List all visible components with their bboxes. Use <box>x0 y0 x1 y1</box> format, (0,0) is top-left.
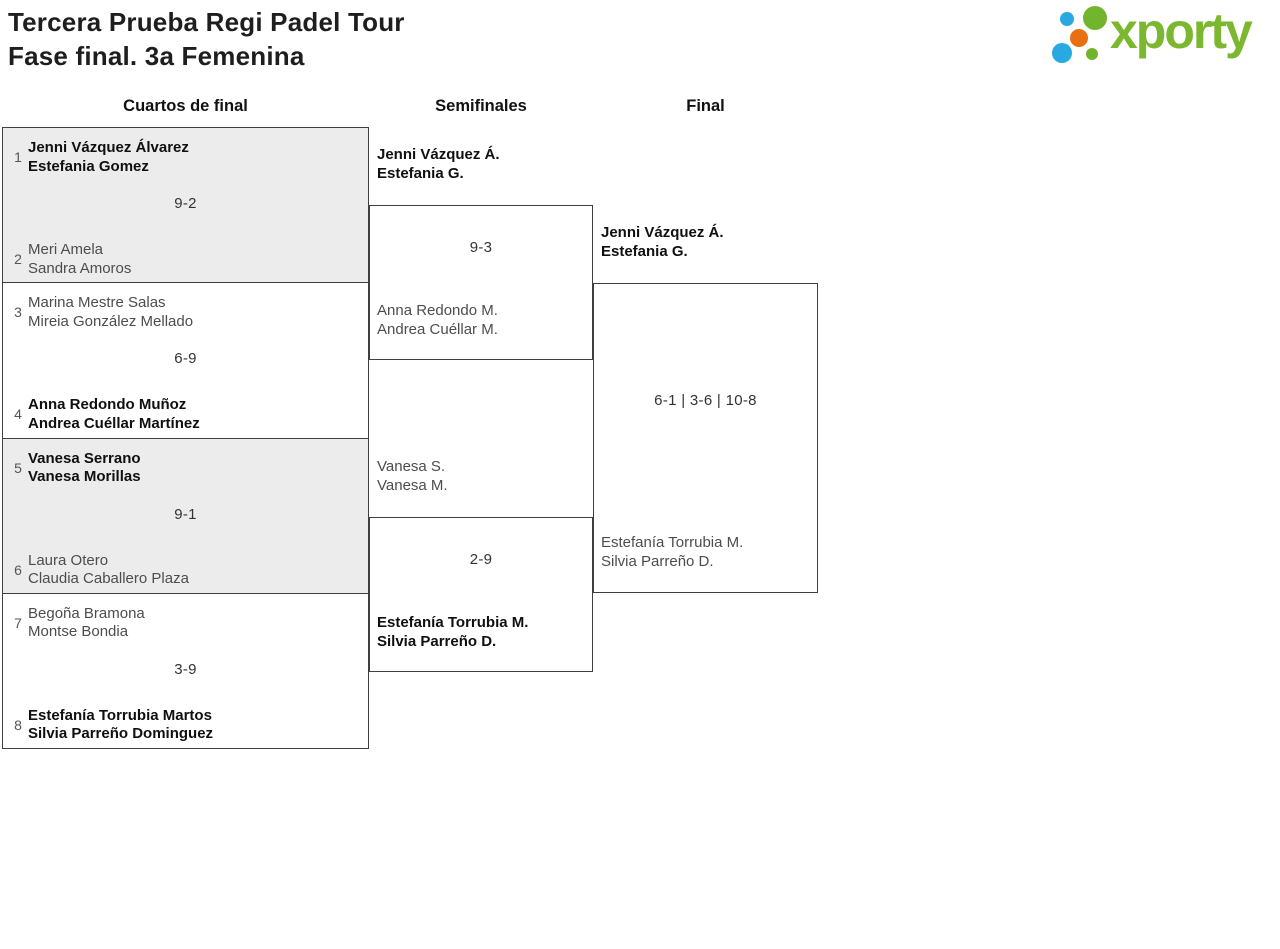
team-names: Estefanía Torrubia Martos Silvia Parreño… <box>28 707 213 744</box>
player-name: Silvia Parreño D. <box>601 552 714 570</box>
player-name: Estefania G. <box>377 164 464 182</box>
seed-number: 3 <box>14 304 22 321</box>
semifinal-match-1: 9-3 Anna Redondo M. Andrea Cuéllar M. <box>369 205 593 360</box>
final-top-team: Jenni Vázquez Á. Estefania G. <box>601 224 724 261</box>
player-name: Estefanía Torrubia M. <box>377 614 529 631</box>
player-name: Estefania G. <box>601 242 688 260</box>
logo-dot-blue-small-icon <box>1060 12 1074 26</box>
match-score: 9-1 <box>174 505 197 523</box>
match-score: 9-2 <box>174 195 197 212</box>
player-name: Anna Redondo Muñoz <box>28 396 187 414</box>
player-name: Jenni Vázquez Álvarez <box>28 139 189 156</box>
player-name: Meri Amela <box>28 241 104 258</box>
player-name: Anna Redondo M. <box>377 302 498 319</box>
player-name: Andrea Cuéllar M. <box>377 320 498 338</box>
xporty-logo-text: xporty <box>1110 3 1253 59</box>
quarterfinal-match-4: 7 Begoña Bramona Montse Bondia 3-9 8 Est… <box>3 594 368 748</box>
final-match: 6-1 | 3-6 | 10-8 Estefanía Torrubia M. S… <box>593 283 818 593</box>
player-name: Jenni Vázquez Á. <box>601 224 724 241</box>
match-score: 3-9 <box>174 660 197 678</box>
xporty-logo[interactable]: xporty <box>1048 0 1278 75</box>
semifinal-2-bottom-team: Estefanía Torrubia M. Silvia Parreño D. <box>377 614 528 651</box>
seed-number: 1 <box>14 149 22 165</box>
player-name: Marina Mestre Salas <box>28 294 166 312</box>
player-name: Vanesa S. <box>377 458 446 475</box>
player-name: Laura Otero <box>28 551 109 569</box>
team-names: Vanesa Serrano Vanesa Morillas <box>28 450 141 487</box>
player-name: Claudia Caballero Plaza <box>28 570 189 587</box>
logo-dot-green-small-icon <box>1086 48 1098 60</box>
round-header-semifinals: Semifinales <box>435 97 527 115</box>
match-score: 2-9 <box>469 551 493 568</box>
seed-number: 8 <box>14 716 22 733</box>
player-name: Vanesa Morillas <box>28 468 141 485</box>
page-title-line1: Tercera Prueba Regi Padel Tour <box>8 7 405 37</box>
quarterfinal-match-2: 3 Marina Mestre Salas Mireia González Me… <box>3 283 368 439</box>
player-name: Begoña Bramona <box>28 604 145 622</box>
player-name: Estefania Gomez <box>28 157 149 175</box>
player-name: Silvia Parreño Dominguez <box>28 725 214 743</box>
logo-dot-orange-icon <box>1070 29 1088 47</box>
quarterfinal-match-3: 5 Vanesa Serrano Vanesa Morillas 9-1 6 L… <box>3 438 368 594</box>
player-name: Andrea Cuéllar Martínez <box>28 414 200 432</box>
logo-dot-blue-large-icon <box>1052 43 1072 63</box>
logo-dot-green-large-icon <box>1083 6 1107 30</box>
match-score: 6-9 <box>174 350 197 368</box>
seed-number: 5 <box>14 459 22 476</box>
player-name: Vanesa M. <box>377 476 448 494</box>
round-header-quarterfinals: Cuartos de final <box>123 97 248 115</box>
match-score: 6-1 | 3-6 | 10-8 <box>654 392 757 409</box>
page-title-line2: Fase final. 3a Femenina <box>8 41 305 71</box>
team-names: Laura Otero Claudia Caballero Plaza <box>28 552 189 589</box>
quarterfinals-column: 1 Jenni Vázquez Álvarez Estefania Gomez … <box>2 127 369 749</box>
semifinal-match-2: 2-9 Estefanía Torrubia M. Silvia Parreño… <box>369 517 593 672</box>
semifinal-1-bottom-team: Anna Redondo M. Andrea Cuéllar M. <box>377 302 498 339</box>
team-names: Jenni Vázquez Álvarez Estefania Gomez <box>28 139 189 176</box>
player-name: Montse Bondia <box>28 623 129 641</box>
seed-number: 2 <box>14 251 22 267</box>
player-name: Estefanía Torrubia M. <box>601 534 744 551</box>
team-names: Anna Redondo Muñoz Andrea Cuéllar Martín… <box>28 396 200 433</box>
quarterfinal-match-1: 1 Jenni Vázquez Álvarez Estefania Gomez … <box>3 128 368 284</box>
seed-number: 7 <box>14 614 22 631</box>
team-names: Marina Mestre Salas Mireia González Mell… <box>28 294 193 331</box>
final-bottom-team: Estefanía Torrubia M. Silvia Parreño D. <box>601 534 743 571</box>
player-name: Silvia Parreño D. <box>377 632 497 650</box>
round-header-final: Final <box>686 97 725 115</box>
team-names: Meri Amela Sandra Amoros <box>28 241 131 278</box>
seed-number: 6 <box>14 561 22 578</box>
player-name: Estefanía Torrubia Martos <box>28 706 212 724</box>
player-name: Sandra Amoros <box>28 259 132 277</box>
player-name: Jenni Vázquez Á. <box>377 146 500 163</box>
semifinal-2-top-team: Vanesa S. Vanesa M. <box>377 458 448 495</box>
team-names: Begoña Bramona Montse Bondia <box>28 605 145 642</box>
match-score: 9-3 <box>469 239 493 256</box>
semifinal-1-top-team: Jenni Vázquez Á. Estefania G. <box>377 146 500 183</box>
player-name: Vanesa Serrano <box>28 449 141 467</box>
player-name: Mireia González Mellado <box>28 312 194 330</box>
seed-number: 4 <box>14 406 22 423</box>
